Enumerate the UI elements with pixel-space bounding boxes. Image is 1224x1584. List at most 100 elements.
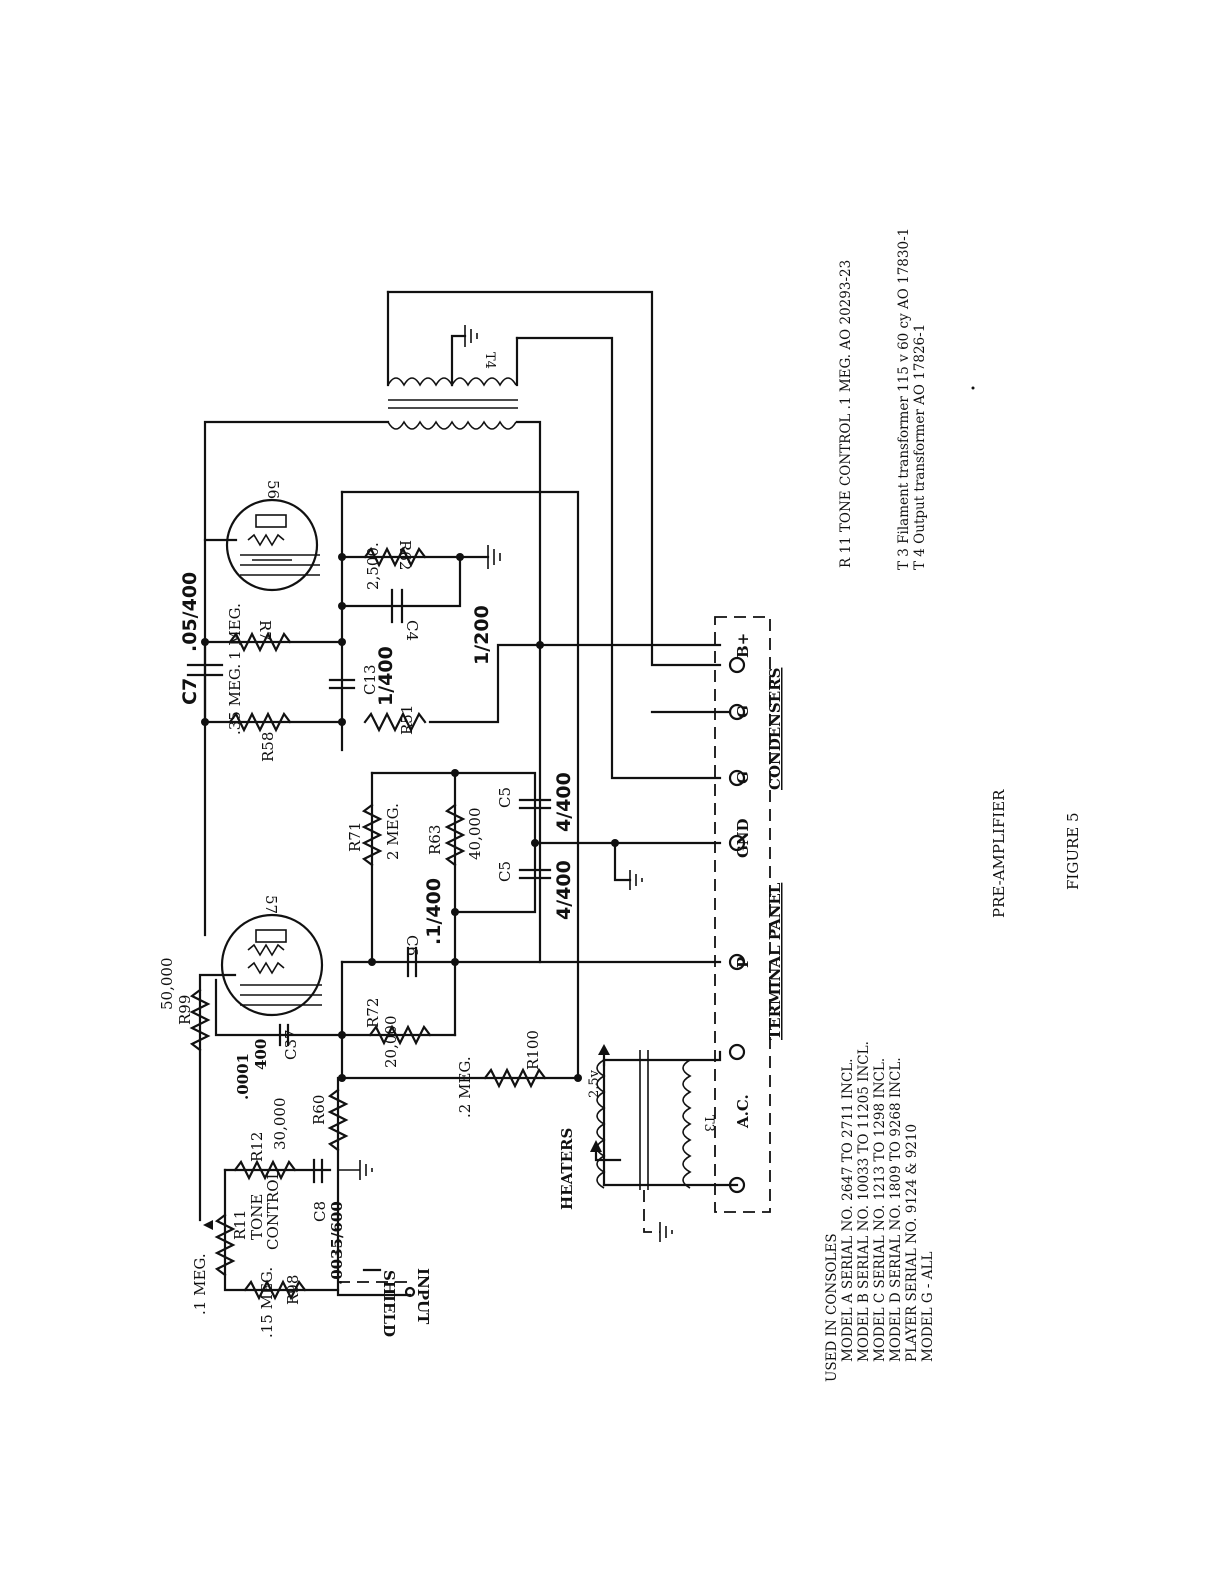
transformer-t4: T4 — [387, 325, 518, 430]
r71-name: R71 — [346, 822, 364, 852]
tube-57: 57 — [220, 895, 324, 1017]
terminal-p-label: P — [734, 957, 752, 968]
terminal-bplus-label: B+ — [734, 633, 752, 658]
c4-name: C4 — [403, 620, 421, 641]
consoles-line-1: MODEL A SERIAL NO. 2647 TO 2711 INCL. — [840, 1058, 856, 1362]
tube-56-label: 56 — [264, 480, 282, 499]
c6-name: C6 — [403, 935, 421, 956]
tube-56: 56 — [225, 480, 320, 592]
t3-label: T3 — [701, 1115, 716, 1132]
console-notes: USED IN CONSOLES MODEL A SERIAL NO. 2647… — [824, 1041, 936, 1382]
r63-resistor — [444, 803, 466, 867]
r100-value: .2 MEG. — [456, 1056, 474, 1118]
r98-name: R98 — [284, 1275, 302, 1305]
r60-resistor — [327, 1088, 349, 1152]
c13-capacitor — [328, 678, 356, 690]
r98-value: .15 MEG. — [258, 1267, 276, 1338]
r58-value: .35 MEG. — [226, 664, 244, 735]
resistors — [189, 546, 547, 1301]
r7-resistor — [228, 631, 292, 653]
c8-capacitor — [312, 1158, 324, 1184]
r99-resistor — [189, 988, 211, 1052]
r7-value: 1 MEG. — [226, 603, 244, 660]
r72-resistor — [368, 1024, 432, 1046]
r62-resistor — [363, 546, 427, 568]
r63-value: 40,000 — [466, 808, 484, 861]
r63-name: R63 — [426, 825, 444, 855]
capacitors — [186, 588, 552, 1184]
c7-value: .05/400 — [179, 572, 201, 652]
tube-57-label: 57 — [262, 895, 280, 914]
r12-resistor — [233, 1159, 297, 1181]
r11-desc-2: CONTROL — [264, 1170, 282, 1250]
r60-name: R60 — [310, 1095, 328, 1125]
r12-value: 30,000 — [271, 1098, 289, 1151]
ground-symbols — [338, 545, 643, 1180]
r58-resistor — [228, 711, 292, 733]
shield-label: SHIELD — [380, 1270, 398, 1337]
c37-capacitor — [278, 1023, 290, 1047]
c37-value: .0001 — [234, 1053, 252, 1100]
c7-name: C7 — [179, 678, 201, 705]
r99-value: 50,000 — [158, 958, 176, 1011]
c5b-capacitor — [518, 868, 552, 880]
condensers-label: CONDENSERS — [766, 668, 784, 790]
c8-value: .0035/600 — [328, 1201, 346, 1285]
heater-voltage-label: 2.5v — [587, 1069, 602, 1098]
r11-value: .1 MEG. — [191, 1253, 209, 1315]
consoles-line-5: PLAYER SERIAL NO. 9124 & 9210 — [904, 1124, 920, 1362]
r11-name: R11 — [231, 1210, 249, 1240]
r98-resistor — [243, 1279, 307, 1301]
note-t4: T 4 Output transformer AO 17826-1 — [912, 324, 928, 570]
heaters-label: HEATERS — [558, 1128, 576, 1210]
consoles-line-4: MODEL D SERIAL NO. 1809 TO 9268 INCL. — [888, 1057, 904, 1362]
r100-name: R100 — [524, 1030, 542, 1070]
c13-value: 1/400 — [375, 646, 397, 706]
r51-name: R51 — [398, 705, 416, 735]
input-label: INPUT — [414, 1268, 432, 1325]
terminal-g1-label: G — [734, 705, 752, 718]
c8-name: C8 — [311, 1201, 329, 1222]
r100-resistor — [483, 1067, 547, 1089]
figure-caption: PRE-AMPLIFIER FIGURE 5 — [990, 789, 1082, 918]
input-connector: SHIELD INPUT — [338, 1268, 432, 1337]
figure-title: PRE-AMPLIFIER — [990, 789, 1008, 918]
c5a-capacitor — [518, 798, 552, 810]
terminal-gnd-label: GND — [734, 818, 752, 858]
consoles-line-6: MODEL G - ALL — [920, 1252, 936, 1362]
r11-resistor — [214, 1213, 236, 1277]
r58-name: R58 — [259, 732, 277, 762]
c5a-name: C5 — [496, 787, 514, 808]
terminal-panel: B+ G G GND P A.C. CONDENSERS TERMINAL PA… — [650, 616, 784, 1213]
terminal-ac-label: A.C. — [734, 1094, 752, 1129]
c37-name: C37 — [282, 1029, 300, 1060]
c4-value: 1/200 — [471, 605, 493, 665]
consoles-heading: USED IN CONSOLES — [824, 1233, 840, 1382]
note-r11: R 11 TONE CONTROL .1 MEG. AO 20293-23 — [838, 260, 854, 568]
r99-name: R99 — [176, 995, 194, 1025]
r62-value: 2,500. — [364, 542, 382, 590]
terminal-panel-label: TERMINAL PANEL — [766, 882, 784, 1040]
r11-desc-1: TONE — [248, 1194, 266, 1240]
junctions — [201, 553, 619, 1082]
c7-capacitor — [186, 663, 224, 677]
part-notes: R 11 TONE CONTROL .1 MEG. AO 20293-23 T … — [838, 228, 975, 570]
c5b-name: C5 — [496, 861, 514, 882]
figure-number: FIGURE 5 — [1064, 812, 1082, 890]
component-labels: R62 2,500. C4 1/200 R7 1 MEG. C7 .05/400… — [158, 540, 576, 1338]
note-t3: T 3 Filament transformer 115 v 60 cy AO … — [896, 228, 912, 570]
c5b-value: 4/400 — [553, 860, 575, 920]
r72-value: 20,000 — [382, 1016, 400, 1069]
r51-resistor — [363, 711, 427, 733]
t4-label: T4 — [482, 352, 497, 369]
c6-capacitor — [406, 946, 418, 978]
r71-value: 2 MEG. — [384, 803, 402, 860]
r62-name: R62 — [396, 540, 414, 570]
consoles-line-3: MODEL C SERIAL NO. 1213 TO 1298 INCL. — [872, 1058, 888, 1362]
c6-value: .1/400 — [423, 878, 445, 945]
r7-name: R7 — [256, 620, 274, 641]
consoles-line-2: MODEL B SERIAL NO. 10033 TO 11205 INCL. — [856, 1041, 872, 1362]
c37-value2: 400 — [252, 1039, 270, 1070]
